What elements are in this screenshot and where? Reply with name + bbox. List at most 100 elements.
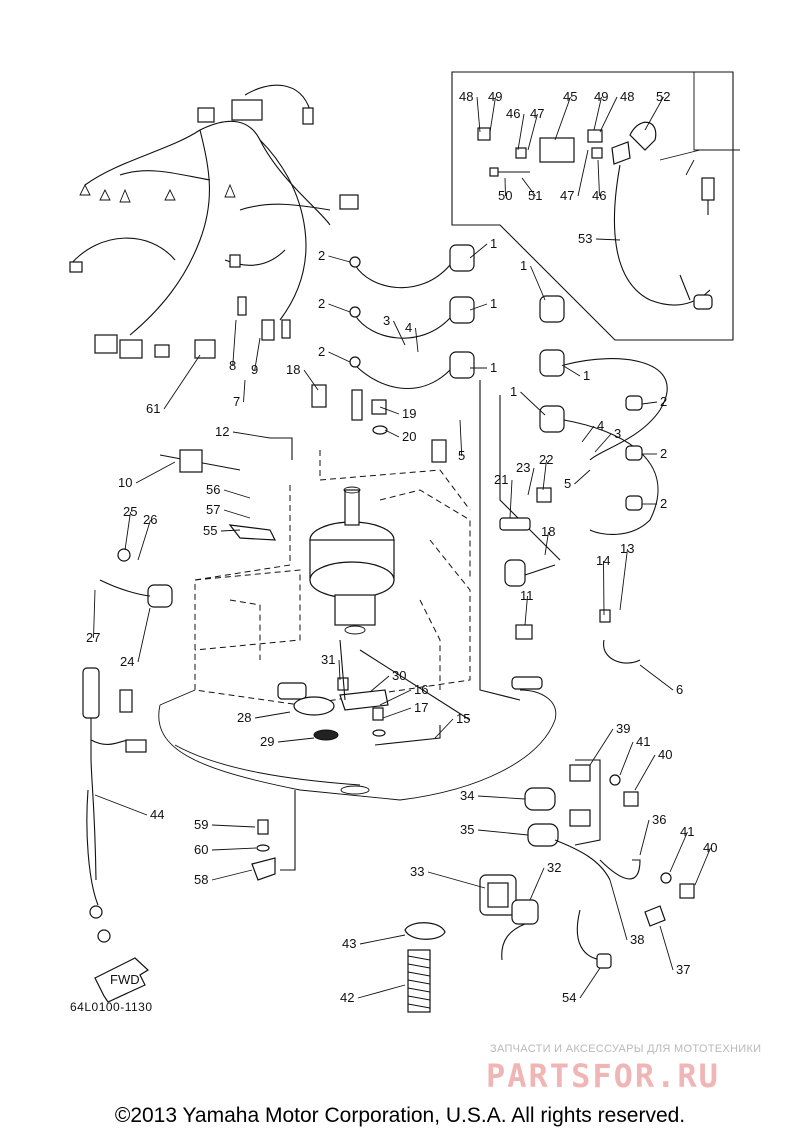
- band-and-spring: [404, 922, 446, 1013]
- callout-6: 6: [676, 682, 683, 697]
- leader-line-5a: [459, 419, 463, 457]
- callout-50: 50: [498, 188, 512, 203]
- flywheel-assembly: [309, 486, 395, 635]
- callout-25: 25: [123, 504, 137, 519]
- callout-5b: 5: [564, 476, 571, 491]
- leader-line-51: [521, 177, 536, 197]
- fwd-label: FWD: [110, 972, 140, 987]
- leader-line-46a: [517, 113, 525, 151]
- callout-22: 22: [539, 452, 553, 467]
- leader-line-1a: [469, 243, 488, 259]
- callout-13: 13: [620, 541, 634, 556]
- leader-line-14: [603, 560, 605, 616]
- callout-44: 44: [150, 807, 164, 822]
- callout-47a: 47: [530, 106, 544, 121]
- inset-parts: [477, 121, 715, 310]
- leader-line-32: [529, 867, 545, 901]
- leader-line-7: [243, 379, 246, 403]
- leader-line-17: [382, 707, 412, 719]
- fwd-arrow: FWD: [94, 957, 149, 1003]
- callout-17: 17: [414, 700, 428, 715]
- callout-48b: 48: [620, 89, 634, 104]
- leader-line-2b: [328, 303, 351, 313]
- leader-line-36: [639, 819, 650, 856]
- leader-line-45: [554, 96, 571, 141]
- callout-41a: 41: [636, 734, 650, 749]
- callout-37: 37: [676, 962, 690, 977]
- leader-line-21: [509, 479, 513, 519]
- battery-lead: [82, 667, 147, 943]
- callout-3a: 3: [383, 313, 390, 328]
- leader-line-50: [504, 177, 506, 197]
- callout-40b: 40: [703, 840, 717, 855]
- leader-line-56: [223, 489, 251, 499]
- callout-4b: 4: [597, 418, 604, 433]
- callout-15: 15: [456, 711, 470, 726]
- leader-line-2a: [328, 255, 351, 263]
- leader-line-25: [124, 511, 131, 551]
- leader-line-20: [384, 429, 400, 438]
- callout-38: 38: [630, 932, 644, 947]
- callout-26: 26: [143, 512, 157, 527]
- leader-line-3b: [594, 433, 612, 453]
- callout-7: 7: [233, 394, 240, 409]
- leader-line-18b: [544, 531, 549, 556]
- callout-2e: 2: [660, 446, 667, 461]
- callout-2a: 2: [318, 248, 325, 263]
- callout-12: 12: [215, 424, 229, 439]
- miscellaneous-parts: [99, 296, 641, 746]
- callout-30: 30: [392, 668, 406, 683]
- callout-28: 28: [237, 710, 251, 725]
- leader-line-60: [211, 847, 257, 851]
- callout-5a: 5: [458, 448, 465, 463]
- leader-line-6: [639, 664, 674, 691]
- leader-line-15: [434, 718, 454, 739]
- callout-1a: 1: [490, 236, 497, 251]
- ignition-coils: [349, 244, 668, 701]
- callout-9: 9: [251, 362, 258, 377]
- wire-harness: [69, 84, 359, 359]
- leader-line-22: [542, 459, 547, 491]
- callout-23: 23: [516, 460, 530, 475]
- leader-line-10: [135, 461, 176, 484]
- callout-61: 61: [146, 401, 160, 416]
- callout-1f: 1: [510, 384, 517, 399]
- callout-43: 43: [342, 936, 356, 951]
- leader-line-3a: [393, 320, 406, 346]
- callout-49a: 49: [488, 89, 502, 104]
- bottom-cowling-tray: [158, 689, 557, 801]
- leader-line-55: [220, 529, 241, 532]
- leader-line-57: [223, 509, 251, 519]
- callout-10: 10: [118, 475, 132, 490]
- callout-4a: 4: [405, 320, 412, 335]
- leader-line-48b: [599, 96, 618, 133]
- leader-line-35: [477, 829, 529, 836]
- callout-46b: 46: [592, 188, 606, 203]
- callout-32: 32: [547, 860, 561, 875]
- callout-39: 39: [616, 721, 630, 736]
- callout-40a: 40: [658, 747, 672, 762]
- callout-2c: 2: [318, 344, 325, 359]
- callout-48a: 48: [459, 89, 473, 104]
- callout-57: 57: [206, 502, 220, 517]
- leader-line-1b: [469, 303, 488, 311]
- callout-1c: 1: [490, 360, 497, 375]
- leader-line-46b: [597, 159, 600, 197]
- leader-line-41b: [669, 831, 688, 873]
- leader-line-47a: [527, 113, 538, 151]
- leader-line-53: [595, 238, 621, 241]
- leader-line-39: [589, 728, 614, 766]
- callout-35: 35: [460, 822, 474, 837]
- leader-line-18a: [303, 369, 319, 391]
- copyright-notice: ©2013 Yamaha Motor Corporation, U.S.A. A…: [114, 1104, 686, 1127]
- leader-line-48a: [476, 96, 481, 133]
- leader-line-13: [619, 548, 628, 611]
- watermark-brand: PARTSFOR.RU: [486, 1057, 720, 1095]
- leader-line-26: [137, 519, 151, 561]
- leader-line-2d: [641, 401, 658, 405]
- callout-1b: 1: [490, 296, 497, 311]
- callout-18a: 18: [286, 362, 300, 377]
- leader-line-2c: [328, 351, 351, 363]
